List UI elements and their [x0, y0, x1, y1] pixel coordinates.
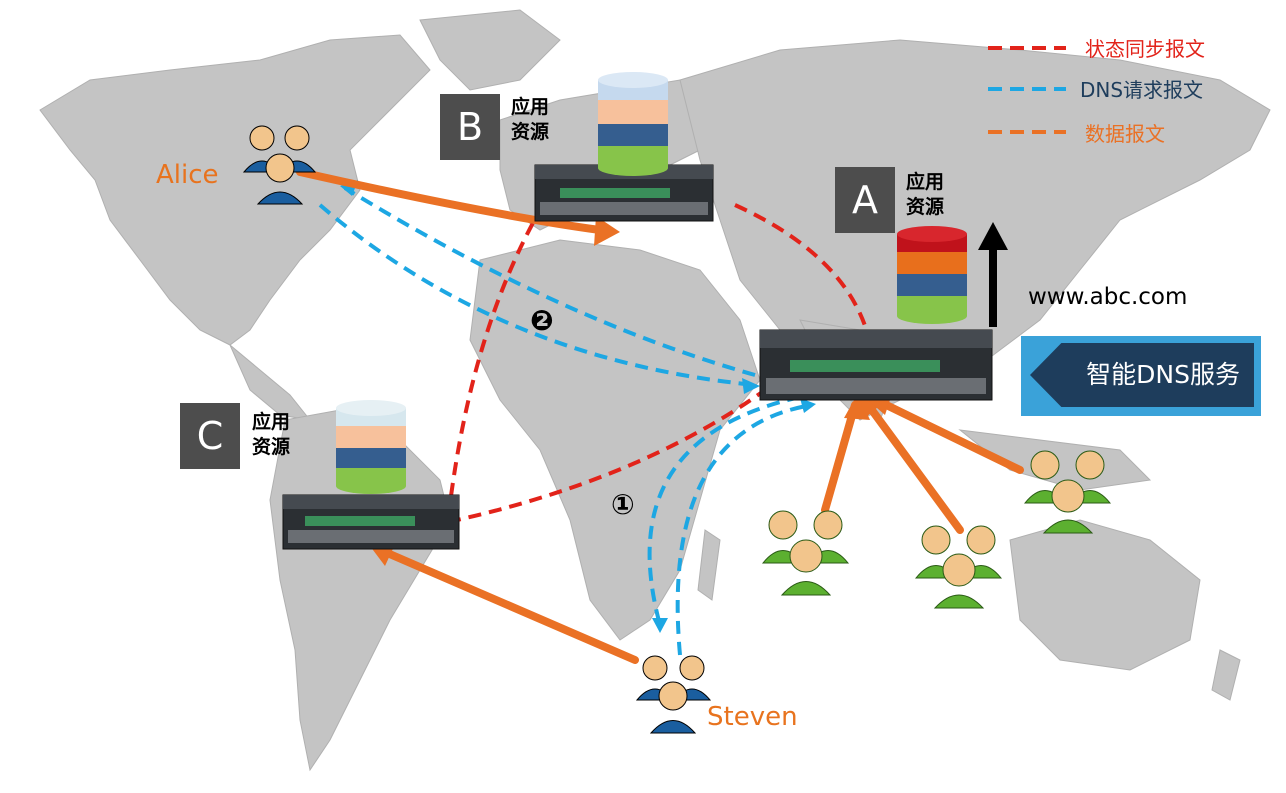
dns-path-steven-a: [675, 403, 813, 656]
site-c-label-line1: 应用: [252, 411, 291, 433]
site-a-box: A: [835, 167, 895, 233]
user-group-alice-icon: [242, 125, 317, 205]
north-america: [39, 34, 431, 346]
user-group-steven-icon: [635, 655, 712, 734]
australia: [1009, 519, 1201, 671]
user-group-2-icon: [914, 525, 1003, 609]
database-c-icon: [336, 400, 406, 494]
site-c-label-line2: 资源: [252, 436, 291, 458]
data-path-user3-a: [868, 394, 1024, 474]
site-a-label-line1: 应用: [906, 171, 945, 193]
madagascar: [697, 529, 721, 601]
step-marker-2: ❷: [530, 304, 554, 337]
sync-path-b-a: [734, 203, 870, 336]
dns-path-a-steven: [647, 395, 801, 626]
user-group-3-icon: [1023, 450, 1112, 534]
database-a-icon: [897, 226, 967, 324]
legend-label-data: 数据报文: [1085, 122, 1165, 146]
site-b-box: B: [440, 94, 500, 160]
dns-service-badge: 智能DNS服务: [1030, 343, 1254, 407]
user-group-1-icon: [761, 510, 850, 596]
user-name-alice: Alice: [156, 160, 219, 190]
up-arrow: [978, 222, 1008, 327]
site-a-label: 应用 资源: [906, 170, 958, 220]
new-zealand: [1211, 649, 1241, 701]
data-path-steven-c: [381, 548, 639, 664]
sync-path-c-a: [447, 388, 767, 524]
domain-label: www.abc.com: [1028, 284, 1188, 310]
dns-path-a-alice: [343, 186, 756, 377]
legend-label-dns: DNS请求报文: [1080, 78, 1204, 102]
user-name-steven: Steven: [707, 702, 798, 732]
data-path-user1-a: [821, 401, 859, 514]
step-marker-1: ①: [611, 488, 635, 521]
site-c-label: 应用 资源: [252, 410, 304, 460]
data-path-alice-b: [296, 168, 604, 234]
server-c-device: [282, 494, 460, 550]
site-b-label-line2: 资源: [511, 121, 550, 143]
dns-arrowhead: [742, 378, 760, 394]
dns-arrowhead: [652, 618, 668, 633]
data-arrowhead: [844, 393, 870, 420]
dns-path-alice-a: [318, 203, 756, 387]
sync-path-b-c: [446, 203, 545, 521]
site-b-label-line1: 应用: [511, 96, 550, 118]
site-b-label: 应用 资源: [511, 95, 563, 145]
data-path-user2-a: [862, 398, 964, 534]
africa: [469, 239, 761, 641]
greenland: [419, 9, 561, 91]
dns-arrowhead: [800, 398, 816, 413]
legend-label-sync: 状态同步报文: [1085, 37, 1205, 61]
server-a-device: [759, 329, 993, 401]
data-arrowhead: [594, 216, 620, 246]
site-c-box: C: [180, 403, 240, 469]
central-america: [229, 344, 312, 421]
database-b-icon: [598, 72, 668, 176]
site-a-label-line2: 资源: [906, 196, 945, 218]
